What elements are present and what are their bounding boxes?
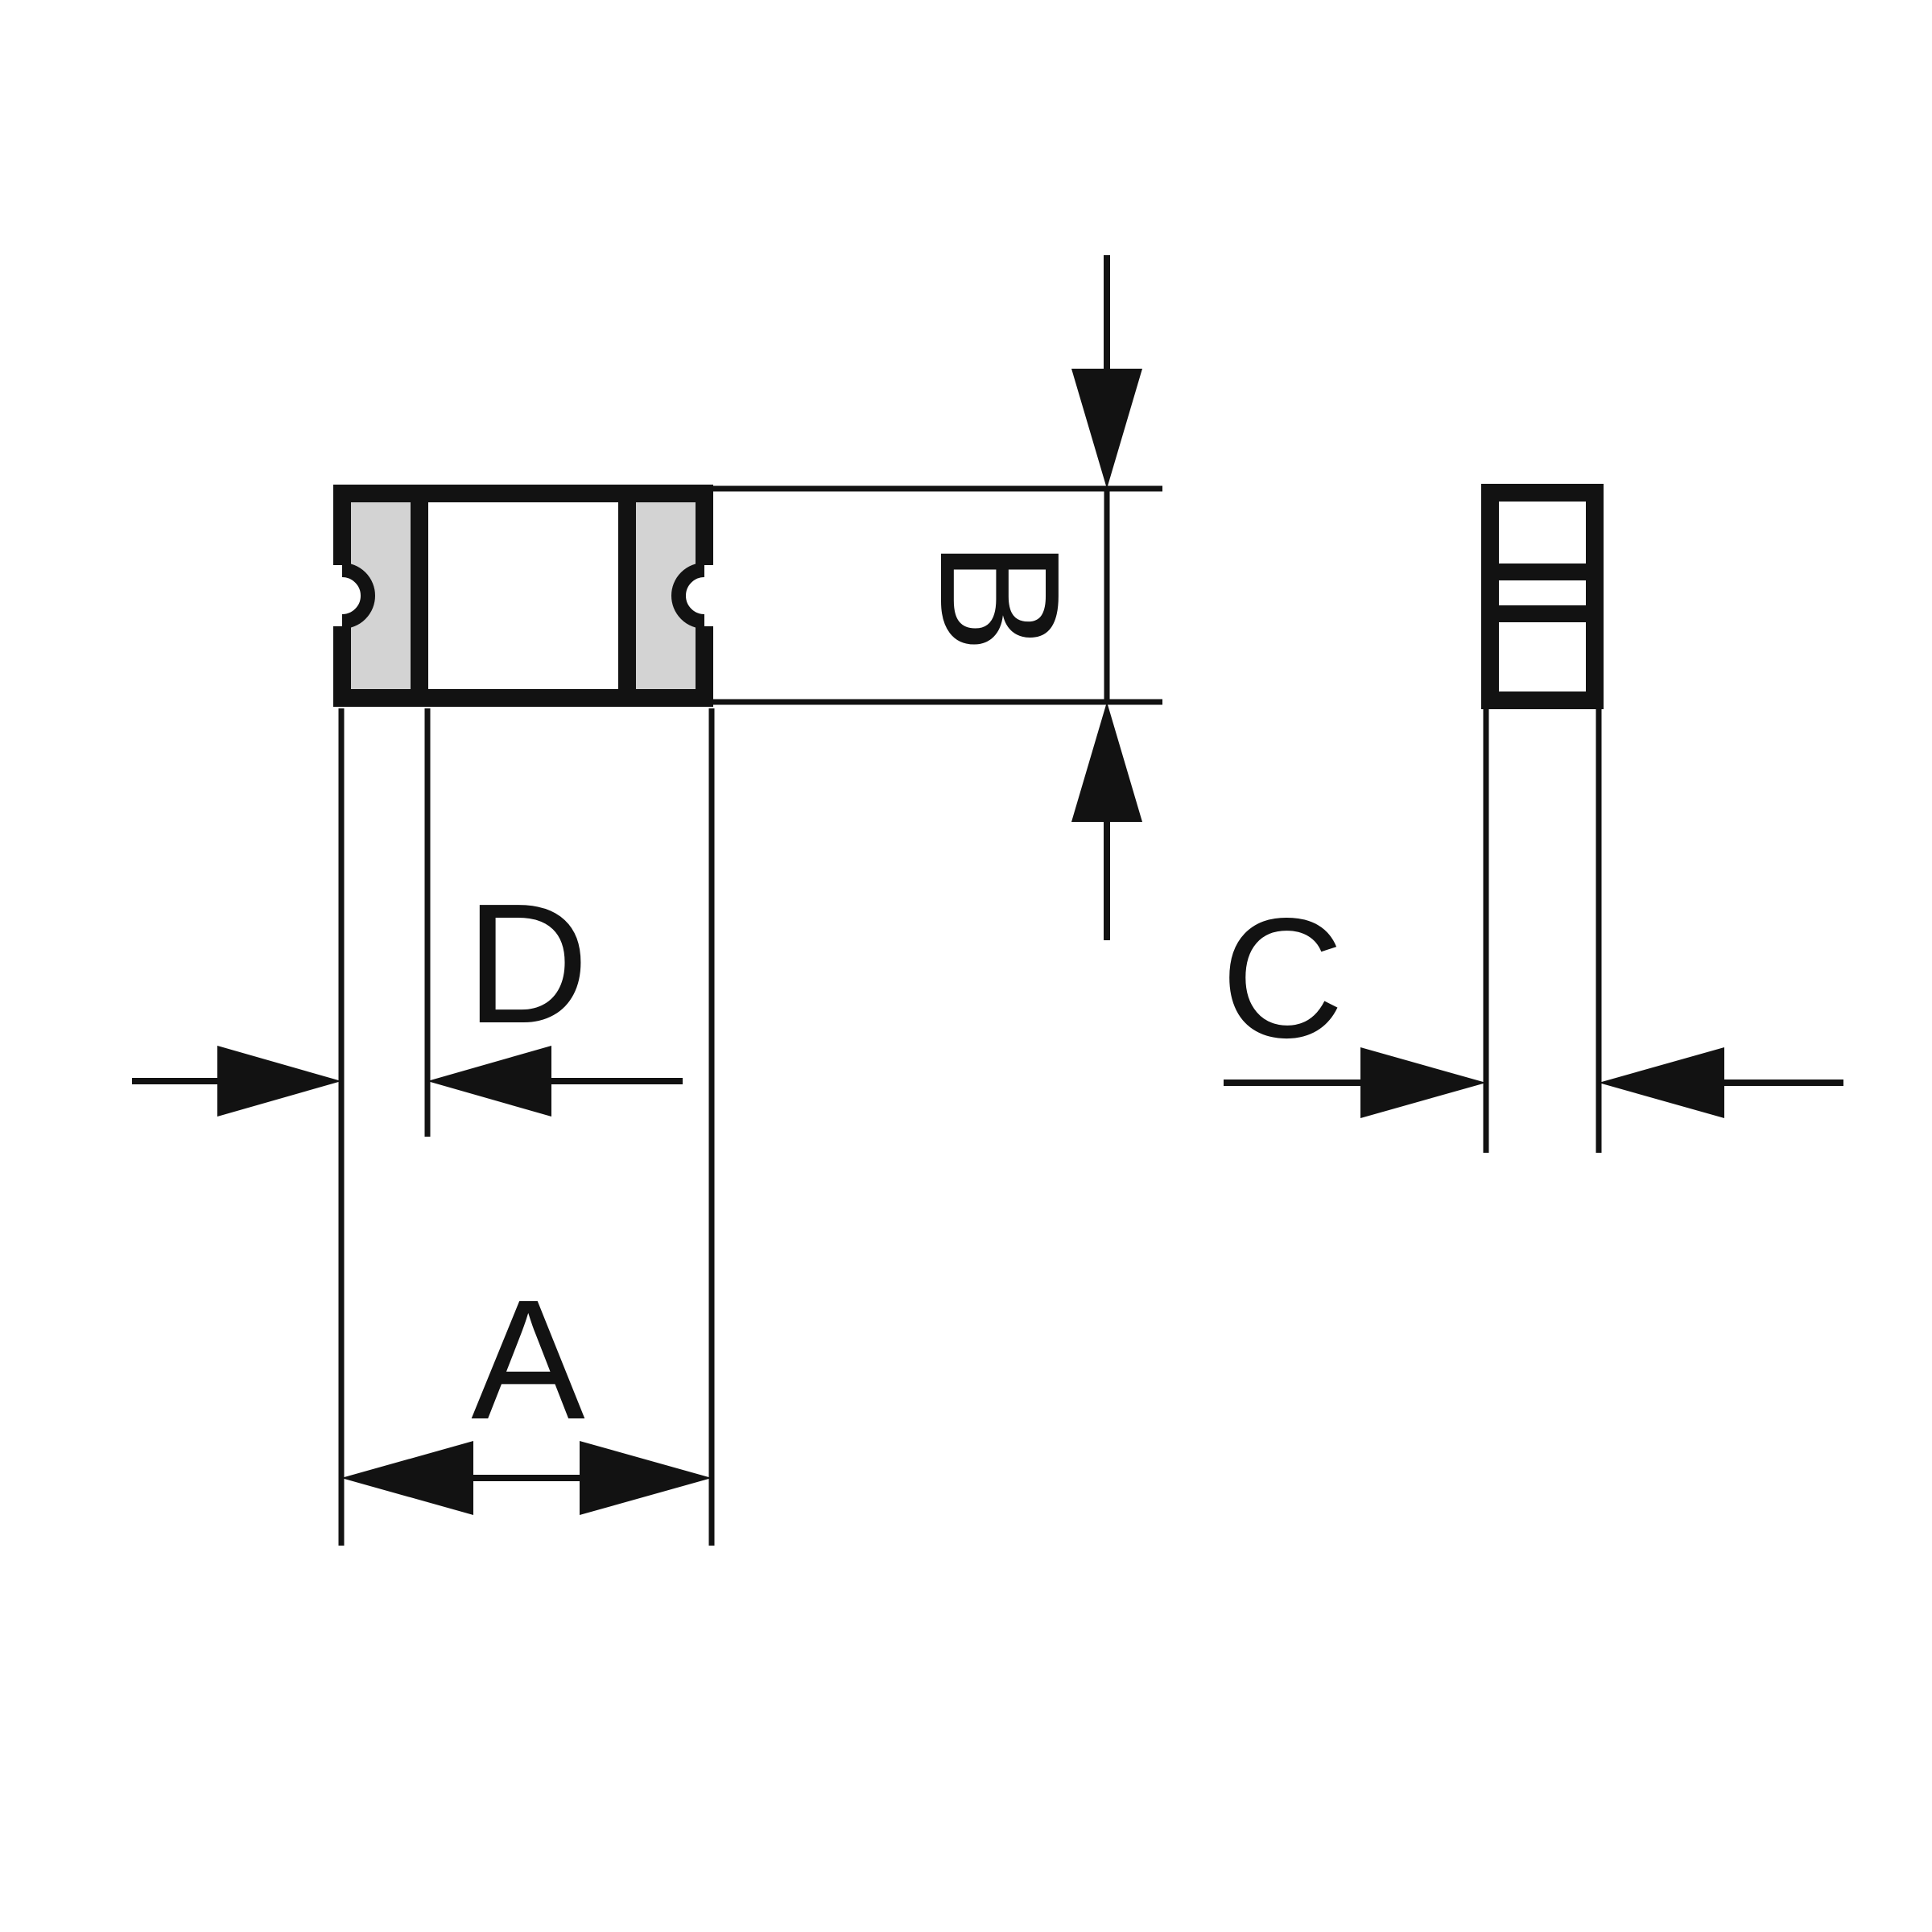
dim-a-label: A — [471, 1264, 584, 1455]
arrowhead-right-icon — [1360, 1047, 1486, 1118]
dimension-d: D — [132, 868, 683, 1117]
arrowhead-right-icon — [580, 1441, 712, 1515]
arrowhead-right-icon — [217, 1046, 341, 1117]
arrowhead-left-icon — [341, 1441, 473, 1515]
terminal-left-inner-edge — [411, 501, 428, 691]
dimension-a: A — [341, 1264, 712, 1515]
arrowhead-left-icon — [1599, 1047, 1724, 1118]
dimension-c: C — [1220, 882, 1843, 1118]
notch-left-hole — [318, 572, 366, 620]
side-view-layer-line-upper — [1499, 564, 1586, 580]
notch-left-rim — [341, 563, 375, 629]
notch-right-rim — [671, 563, 705, 629]
extension-lines — [338, 485, 1602, 1546]
side-view-layer-line-lower — [1499, 605, 1586, 622]
arrowhead-left-icon — [427, 1046, 551, 1117]
dim-b-label: B — [905, 539, 1096, 653]
dim-c-label: C — [1220, 882, 1344, 1073]
dim-d-label: D — [465, 868, 588, 1059]
terminal-right-inner-edge — [618, 501, 636, 691]
side-view — [1481, 484, 1604, 709]
arrowhead-up-icon — [1071, 702, 1142, 822]
notch-right-hole — [680, 572, 729, 620]
dimension-b: B — [905, 255, 1142, 940]
side-view-outline — [1481, 484, 1604, 709]
arrowhead-down-icon — [1071, 369, 1142, 489]
top-view — [318, 485, 729, 707]
